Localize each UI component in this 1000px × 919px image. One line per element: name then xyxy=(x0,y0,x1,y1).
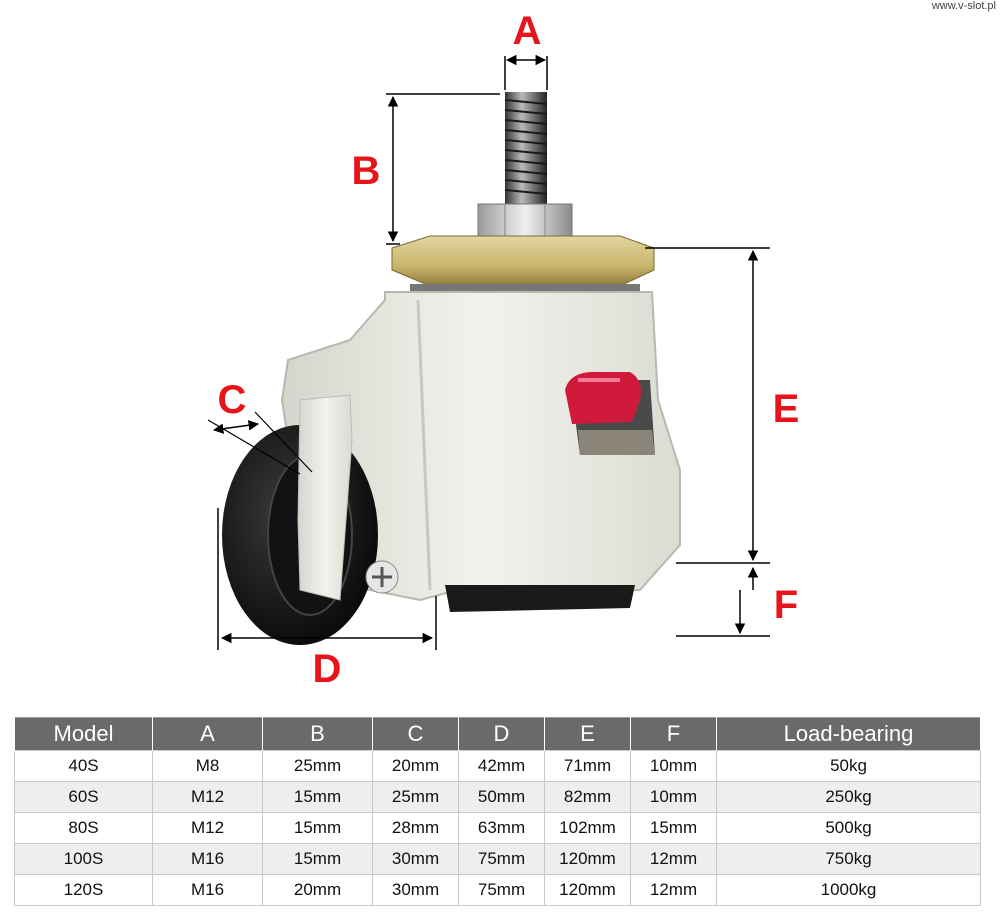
table-row: 40S M8 25mm 20mm 42mm 71mm 10mm 50kg xyxy=(14,750,981,782)
cell-model: 40S xyxy=(14,750,153,782)
cell-b: 15mm xyxy=(262,843,373,875)
cell-c: 30mm xyxy=(372,843,459,875)
foot-pad xyxy=(445,585,635,612)
header-c: C xyxy=(372,717,459,751)
label-b: B xyxy=(352,149,381,193)
cell-load-bearing: 250kg xyxy=(716,781,981,813)
header-f: F xyxy=(630,717,717,751)
label-c: C xyxy=(218,378,247,422)
cell-d: 75mm xyxy=(458,843,545,875)
header-model: Model xyxy=(14,717,153,751)
cell-f: 10mm xyxy=(630,781,717,813)
cell-f: 10mm xyxy=(630,750,717,782)
cell-d: 63mm xyxy=(458,812,545,844)
caster-dimension-diagram: A B C D E F xyxy=(207,9,800,691)
cell-load-bearing: 50kg xyxy=(716,750,981,782)
threaded-bolt xyxy=(504,92,548,210)
cell-b: 25mm xyxy=(262,750,373,782)
cell-b: 15mm xyxy=(262,781,373,813)
cell-d: 50mm xyxy=(458,781,545,813)
cell-c: 20mm xyxy=(372,750,459,782)
cell-e: 120mm xyxy=(544,874,631,906)
cell-f: 12mm xyxy=(630,843,717,875)
cell-b: 15mm xyxy=(262,812,373,844)
table-header-row: Model A B C D E F Load-bearing xyxy=(14,717,981,751)
table-row: 100S M16 15mm 30mm 75mm 120mm 12mm 750kg xyxy=(14,843,981,875)
hex-nut xyxy=(477,203,573,239)
cell-model: 60S xyxy=(14,781,153,813)
label-f: F xyxy=(774,583,798,627)
cell-load-bearing: 1000kg xyxy=(716,874,981,906)
cell-b: 20mm xyxy=(262,874,373,906)
dimension-d xyxy=(217,508,437,650)
cell-c: 28mm xyxy=(372,812,459,844)
cell-e: 71mm xyxy=(544,750,631,782)
label-a: A xyxy=(513,9,542,53)
dimension-e xyxy=(645,247,770,564)
table-row: 120S M16 20mm 30mm 75mm 120mm 12mm 1000k… xyxy=(14,874,981,906)
cell-c: 30mm xyxy=(372,874,459,906)
cell-load-bearing: 500kg xyxy=(716,812,981,844)
axle-screw xyxy=(365,560,399,594)
label-d: D xyxy=(313,647,342,691)
cell-d: 42mm xyxy=(458,750,545,782)
cell-e: 120mm xyxy=(544,843,631,875)
header-d: D xyxy=(458,717,545,751)
table-row: 80S M12 15mm 28mm 63mm 102mm 15mm 500kg xyxy=(14,812,981,844)
cell-a: M8 xyxy=(152,750,263,782)
cell-e: 102mm xyxy=(544,812,631,844)
cell-d: 75mm xyxy=(458,874,545,906)
cell-model: 80S xyxy=(14,812,153,844)
dimension-c xyxy=(207,411,313,475)
cell-a: M16 xyxy=(152,843,263,875)
red-adjuster-knob xyxy=(565,371,641,424)
dimension-a xyxy=(504,54,548,90)
dimension-b xyxy=(386,93,500,245)
cell-f: 12mm xyxy=(630,874,717,906)
cell-load-bearing: 750kg xyxy=(716,843,981,875)
cell-a: M16 xyxy=(152,874,263,906)
cell-f: 15mm xyxy=(630,812,717,844)
label-e: E xyxy=(773,387,800,431)
specification-table: Model A B C D E F Load-bearing 40S M8 25… xyxy=(14,717,981,906)
cell-a: M12 xyxy=(152,812,263,844)
cell-model: 120S xyxy=(14,874,153,906)
mounting-plate xyxy=(391,235,655,292)
cell-c: 25mm xyxy=(372,781,459,813)
header-load-bearing: Load-bearing xyxy=(716,717,981,751)
wheel-fork xyxy=(297,394,353,601)
header-a: A xyxy=(152,717,263,751)
cell-e: 82mm xyxy=(544,781,631,813)
header-e: E xyxy=(544,717,631,751)
watermark: www.v-slot.pl xyxy=(931,0,996,12)
cell-a: M12 xyxy=(152,781,263,813)
cell-model: 100S xyxy=(14,843,153,875)
header-b: B xyxy=(262,717,373,751)
dimension-f xyxy=(676,566,770,637)
table-row: 60S M12 15mm 25mm 50mm 82mm 10mm 250kg xyxy=(14,781,981,813)
